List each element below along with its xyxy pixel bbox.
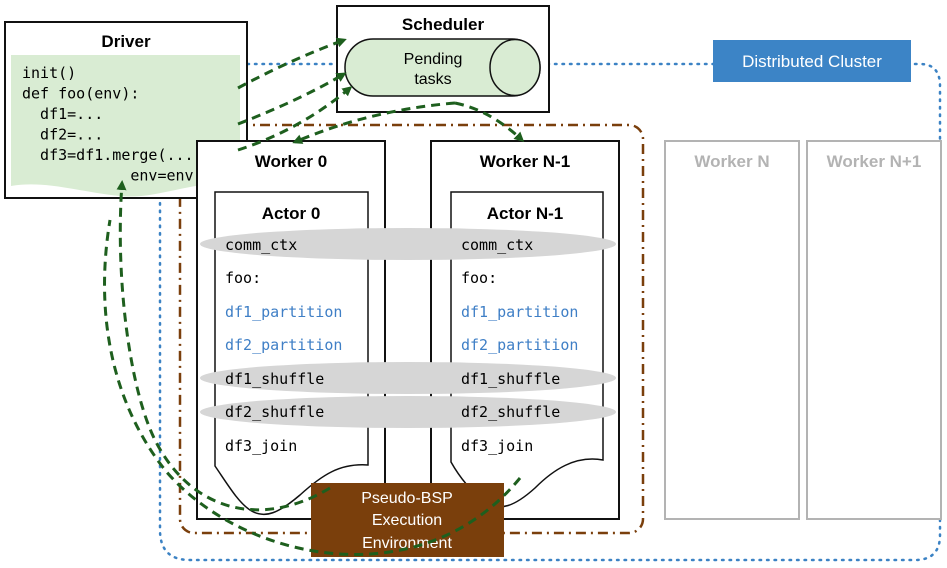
pending-tasks-label-line2: tasks [414, 71, 451, 88]
arrow-driver-to-scheduler-3 [237, 86, 353, 152]
actor-item-comm-ctx: comm_ctx [461, 236, 533, 254]
worker-0-title: Worker 0 [255, 152, 327, 171]
shared-band-df1-shuffle [200, 362, 616, 394]
actor-item-df3-join: df3_join [225, 437, 297, 455]
worker-n-plus-1-title: Worker N+1 [827, 152, 922, 171]
worker-n-plus-1-box [806, 140, 942, 520]
driver-code-line: init() [22, 64, 76, 82]
arrow-actor-n-minus-1-to-driver [103, 219, 522, 556]
actor-0-title: Actor 0 [262, 204, 321, 223]
actor-items: comm_ctxfoo:df1_partitiondf2_partitiondf… [225, 236, 578, 455]
shared-band-df2-shuffle [200, 396, 616, 428]
actor-item-df1-partition: df1_partition [225, 303, 342, 321]
driver-code-line: df3=df1.merge(..., [22, 146, 203, 164]
worker-n-title: Worker N [694, 152, 769, 171]
driver-code-area [11, 55, 240, 197]
actor-item-df2-partition: df2_partition [461, 336, 578, 354]
actor-item-df1-shuffle: df1_shuffle [461, 370, 560, 388]
driver-title: Driver [101, 32, 151, 51]
actor-item-df1-shuffle: df1_shuffle [225, 370, 324, 388]
bsp-label-line1: Pseudo-BSP [361, 490, 453, 507]
actor-item-df1-partition: df1_partition [461, 303, 578, 321]
pending-tasks-label-line1: Pending [404, 51, 463, 68]
driver-code-line: df2=... [22, 126, 103, 144]
pending-tasks-queue-end [489, 38, 541, 97]
actor-n-minus-1-box [450, 191, 604, 508]
driver-code-line: df1=... [22, 105, 103, 123]
arrow-scheduler-to-worker-n-minus-1 [454, 101, 525, 143]
bsp-label-line2: Execution [372, 512, 442, 529]
cluster-label: Distributed Cluster [742, 52, 882, 71]
task-flow-arrows [103, 37, 525, 556]
worker-n-minus-1-title: Worker N-1 [480, 152, 570, 171]
worker-n-box [664, 140, 800, 520]
actor-0-box [214, 191, 369, 516]
actor-item-df3-join: df3_join [461, 437, 533, 455]
actor-item-df2-partition: df2_partition [225, 336, 342, 354]
actor-item-df2-shuffle: df2_shuffle [225, 403, 324, 421]
actor-item-comm-ctx: comm_ctx [225, 236, 297, 254]
arrow-driver-to-scheduler-2 [237, 72, 347, 126]
actor-item-df2-shuffle: df2_shuffle [461, 403, 560, 421]
bsp-environment-boundary [178, 123, 645, 535]
driver-code-line: env=env) [22, 167, 203, 185]
bsp-label-line3: Environment [362, 535, 452, 552]
driver-code-line: def foo(env): [22, 85, 139, 103]
arrow-actor-0-to-driver [116, 180, 331, 512]
arrow-scheduler-to-worker-0 [292, 101, 456, 144]
actor-n-minus-1-title: Actor N-1 [487, 204, 564, 223]
scheduler-title: Scheduler [402, 15, 485, 34]
shared-band-comm-ctx [200, 228, 616, 260]
actor-item-foo: foo: [225, 269, 261, 287]
actor-item-foo: foo: [461, 269, 497, 287]
cluster-label-box [713, 40, 911, 82]
driver-code: init() def foo(env): df1=... df2=... df3=… [22, 64, 203, 185]
